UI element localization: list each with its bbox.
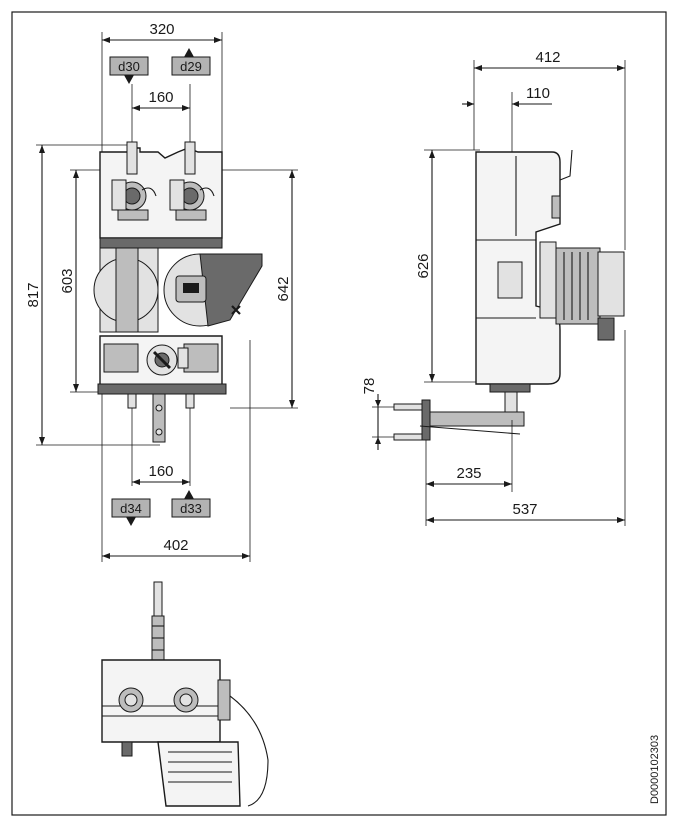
arrow-up-icon bbox=[184, 48, 194, 57]
dim-label: 412 bbox=[535, 49, 560, 66]
brand-cross-icon bbox=[231, 305, 241, 315]
dim-height-side: 626 bbox=[415, 150, 435, 382]
dim-inner-bottom: 160 bbox=[132, 463, 190, 485]
dim-label: 603 bbox=[59, 268, 76, 293]
dim-width-bottom: 402 bbox=[102, 537, 250, 559]
dim-label: 110 bbox=[526, 85, 550, 102]
dim-height-right: 642 bbox=[275, 170, 295, 408]
svg-text:d33: d33 bbox=[180, 501, 202, 516]
dim-label: 642 bbox=[275, 276, 292, 301]
arrow-down-icon bbox=[126, 517, 136, 526]
dim-bracket-spacing: 78 bbox=[361, 378, 381, 450]
dim-offset-top: 110 bbox=[462, 85, 552, 107]
dim-inner-top: 160 bbox=[132, 89, 190, 111]
dim-label: 78 bbox=[361, 378, 378, 395]
dim-label: 160 bbox=[148, 89, 173, 106]
dim-label: 817 bbox=[25, 282, 42, 307]
dim-depth-top: 412 bbox=[474, 49, 625, 71]
side-view: 412 110 626 bbox=[361, 49, 626, 526]
dim-height-body: 603 bbox=[59, 170, 79, 392]
dim-bracket-depth: 235 bbox=[426, 465, 512, 487]
connection-tag-bottom-right: d33 bbox=[171, 490, 211, 518]
plan-view bbox=[101, 581, 269, 807]
drawing-border bbox=[11, 11, 667, 816]
dim-label: 160 bbox=[148, 463, 173, 480]
pump-motor-side bbox=[539, 241, 625, 341]
pump-station-side bbox=[393, 149, 625, 441]
connection-tag-top-left: d30 bbox=[109, 56, 149, 84]
document-id: D0000102303 bbox=[649, 735, 661, 804]
dim-height-overall: 817 bbox=[25, 145, 45, 445]
dim-width-top: 320 bbox=[102, 21, 222, 43]
arrow-down-icon bbox=[124, 75, 134, 84]
dim-label: 626 bbox=[415, 253, 432, 278]
svg-text:d30: d30 bbox=[118, 59, 140, 74]
pump-station-front bbox=[93, 141, 263, 443]
circulation-pump bbox=[163, 253, 263, 327]
dim-depth-bottom: 537 bbox=[426, 501, 625, 523]
connection-tag-top-right: d29 bbox=[171, 48, 211, 76]
dim-label: 537 bbox=[512, 501, 537, 518]
dim-label: 402 bbox=[163, 537, 188, 554]
svg-text:d29: d29 bbox=[180, 59, 202, 74]
svg-text:d34: d34 bbox=[120, 501, 142, 516]
arrow-up-icon bbox=[184, 490, 194, 499]
dim-label: 235 bbox=[456, 465, 481, 482]
wall-bracket bbox=[393, 399, 525, 441]
connection-tag-bottom-left: d34 bbox=[111, 498, 151, 526]
pump-display-icon bbox=[183, 283, 199, 293]
front-view: 320 d30 d29 160 817 bbox=[25, 21, 298, 562]
dim-label: 320 bbox=[149, 21, 174, 38]
